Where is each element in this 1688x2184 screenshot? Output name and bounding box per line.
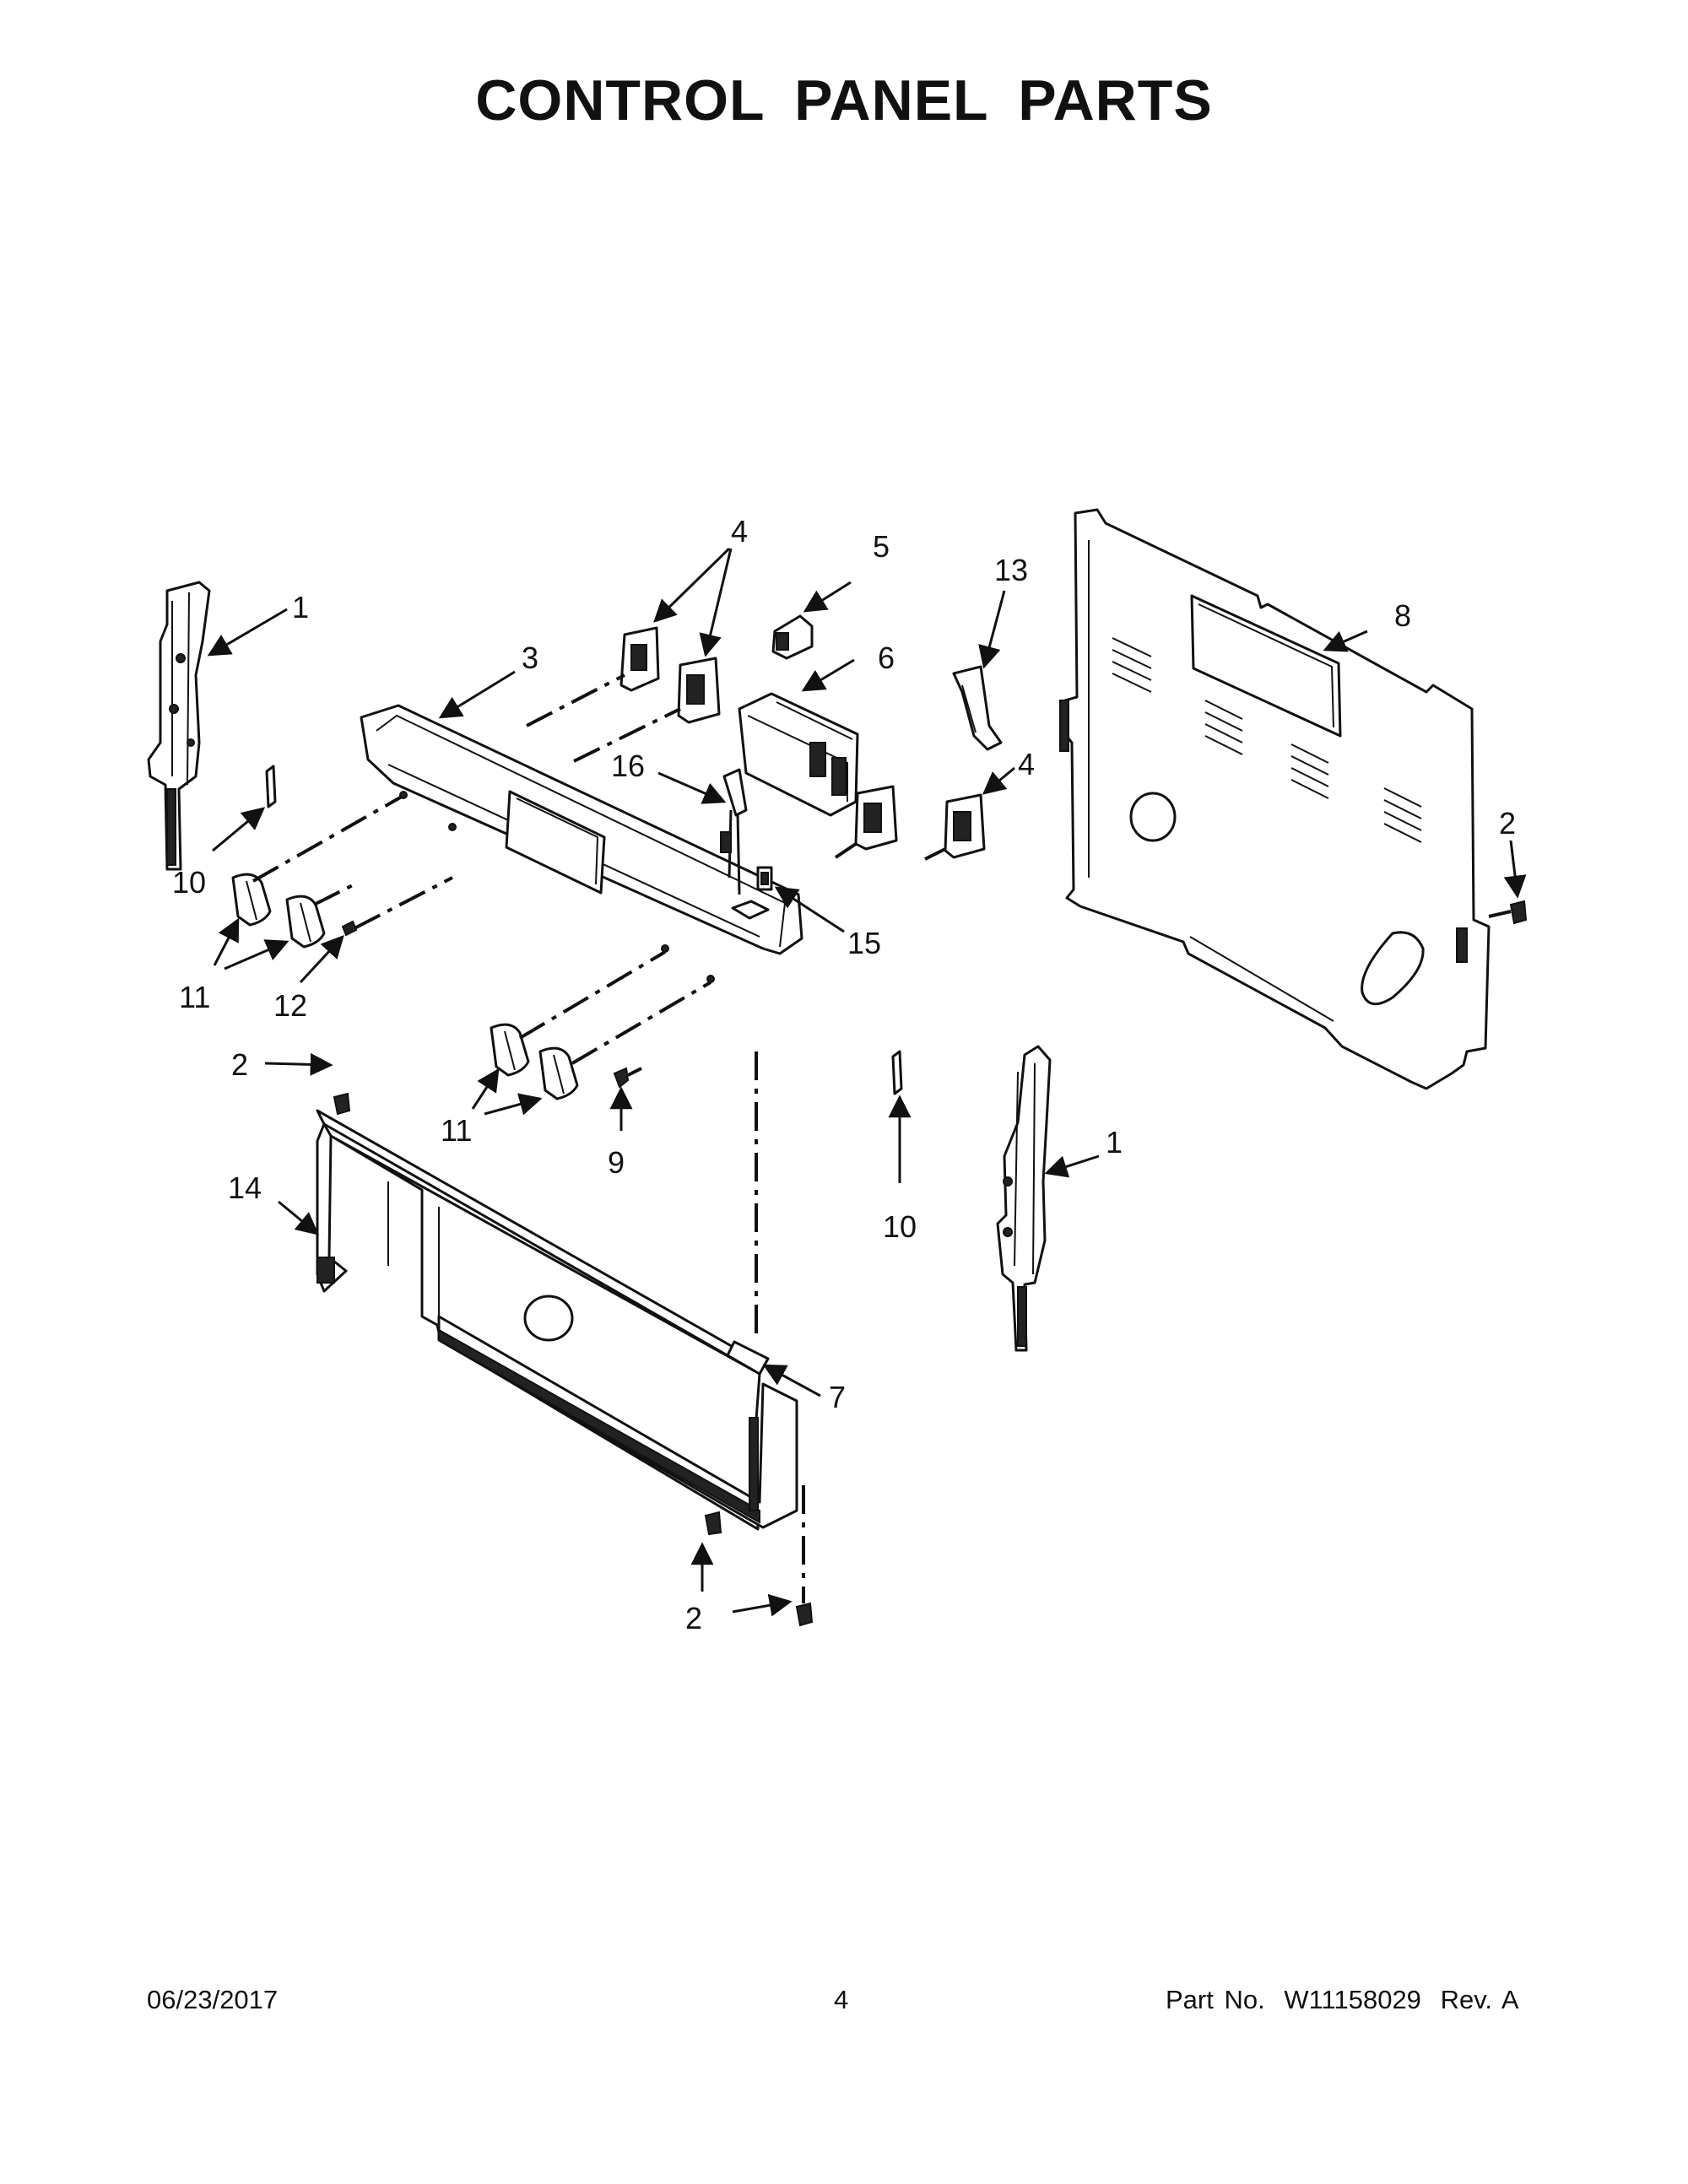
screw-12 [341, 920, 358, 937]
page-title: CONTROL PANEL PARTS [475, 68, 1213, 132]
callout-2-bottom: 2 [685, 1601, 702, 1635]
infinite-switch-3 [854, 785, 898, 851]
footer-page-number: 4 [834, 1985, 849, 2014]
knob-4 [538, 1046, 579, 1100]
callout-7: 7 [829, 1380, 846, 1414]
callout-11-right: 11 [441, 1113, 472, 1148]
side-bracket-left [147, 581, 211, 871]
screw-2-d [1509, 900, 1528, 925]
callout-4-top: 4 [731, 514, 748, 549]
side-bracket-right [996, 1045, 1052, 1352]
lower-frame [316, 1109, 798, 1531]
leader-lines [207, 547, 1527, 1617]
callout-8: 8 [1394, 598, 1411, 633]
callout-10-left: 10 [172, 865, 206, 900]
screw-2-b [704, 1511, 722, 1536]
switch-bracket [952, 665, 1003, 751]
callout-12: 12 [273, 988, 307, 1023]
callout-9: 9 [608, 1145, 625, 1180]
wire-harness [720, 768, 748, 895]
assembly-lines [252, 673, 1512, 1603]
callout-11-left: 11 [179, 980, 210, 1014]
infinite-switch-2 [677, 657, 721, 724]
infinite-switch-4 [944, 793, 986, 859]
callout-6: 6 [878, 641, 895, 675]
callout-labels: 1 1 2 2 2 3 4 4 5 6 7 8 9 10 10 11 11 12… [172, 514, 1516, 1635]
footer-part-label: Part No. [1166, 1985, 1265, 2014]
callout-3: 3 [522, 641, 538, 675]
callout-5: 5 [873, 529, 890, 564]
footer-part-number: Part No. W11158029 Rev. A [1166, 1985, 1528, 2015]
clip-left [265, 765, 277, 808]
rear-panel [1059, 508, 1491, 1090]
clip-right [891, 1050, 903, 1095]
callout-16: 16 [611, 749, 645, 783]
indicator-lamp [756, 866, 773, 891]
callout-13: 13 [994, 553, 1028, 587]
callout-14: 14 [228, 1170, 262, 1205]
rocker-switch [771, 614, 814, 660]
callout-2-right: 2 [1499, 806, 1516, 841]
knob-3 [490, 1023, 530, 1077]
electronic-control-board [738, 692, 859, 817]
callout-10-right: 10 [883, 1209, 917, 1244]
knob-2 [285, 895, 326, 949]
callout-1-right: 1 [1106, 1125, 1123, 1160]
console-panel [360, 704, 803, 983]
screw-2-c [795, 1602, 814, 1627]
footer-date: 06/23/2017 [147, 1985, 279, 2014]
footer-part-value: W11158029 [1284, 1985, 1421, 2014]
infinite-switch-1 [619, 626, 660, 692]
screw-2-a [333, 1092, 351, 1116]
callout-1-left: 1 [292, 590, 309, 624]
callout-15: 15 [847, 926, 881, 960]
callout-2-left: 2 [231, 1047, 248, 1082]
footer-revision: Rev. A [1440, 1985, 1519, 2014]
knob-1 [231, 873, 272, 927]
screw-9 [613, 1067, 630, 1089]
callout-4-right: 4 [1018, 747, 1035, 781]
